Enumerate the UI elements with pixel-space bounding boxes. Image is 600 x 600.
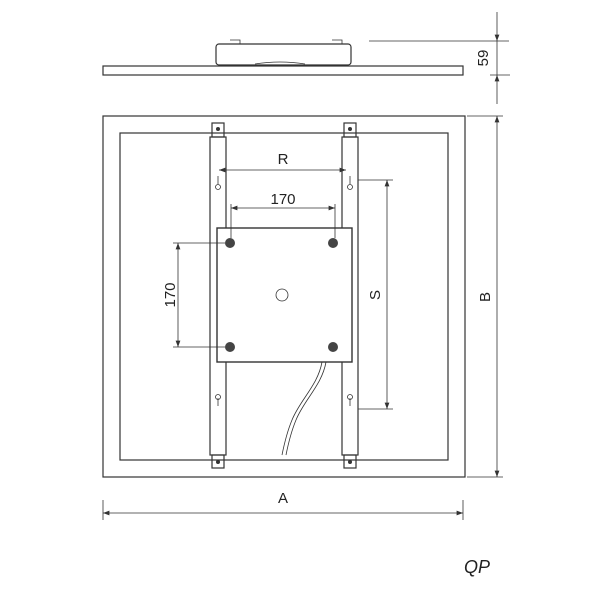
box-details	[230, 39, 343, 65]
dim-hole-horizontal-label: 170	[270, 191, 295, 208]
dim-rail-spacing-label: R	[278, 151, 289, 168]
model-label: QP	[464, 557, 490, 577]
side-view: 59	[102, 12, 510, 104]
dim-depth-label: B	[477, 292, 494, 302]
cable	[281, 361, 327, 456]
dim-hole-vertical-label: 170	[162, 282, 179, 307]
dim-height-label: 59	[475, 50, 492, 67]
panel-inner	[119, 132, 449, 461]
panel-outer	[102, 115, 466, 478]
keyhole-slots	[215, 176, 353, 406]
driver-box	[216, 227, 353, 363]
center-hole	[275, 288, 289, 302]
mounting-screws	[225, 238, 338, 352]
dim-slot-spacing-label: S	[367, 290, 384, 300]
driver-box-side	[215, 43, 352, 66]
front-view: R 170 170 S B A	[102, 115, 503, 520]
dim-width-label: A	[278, 490, 288, 507]
panel-side	[102, 65, 464, 76]
